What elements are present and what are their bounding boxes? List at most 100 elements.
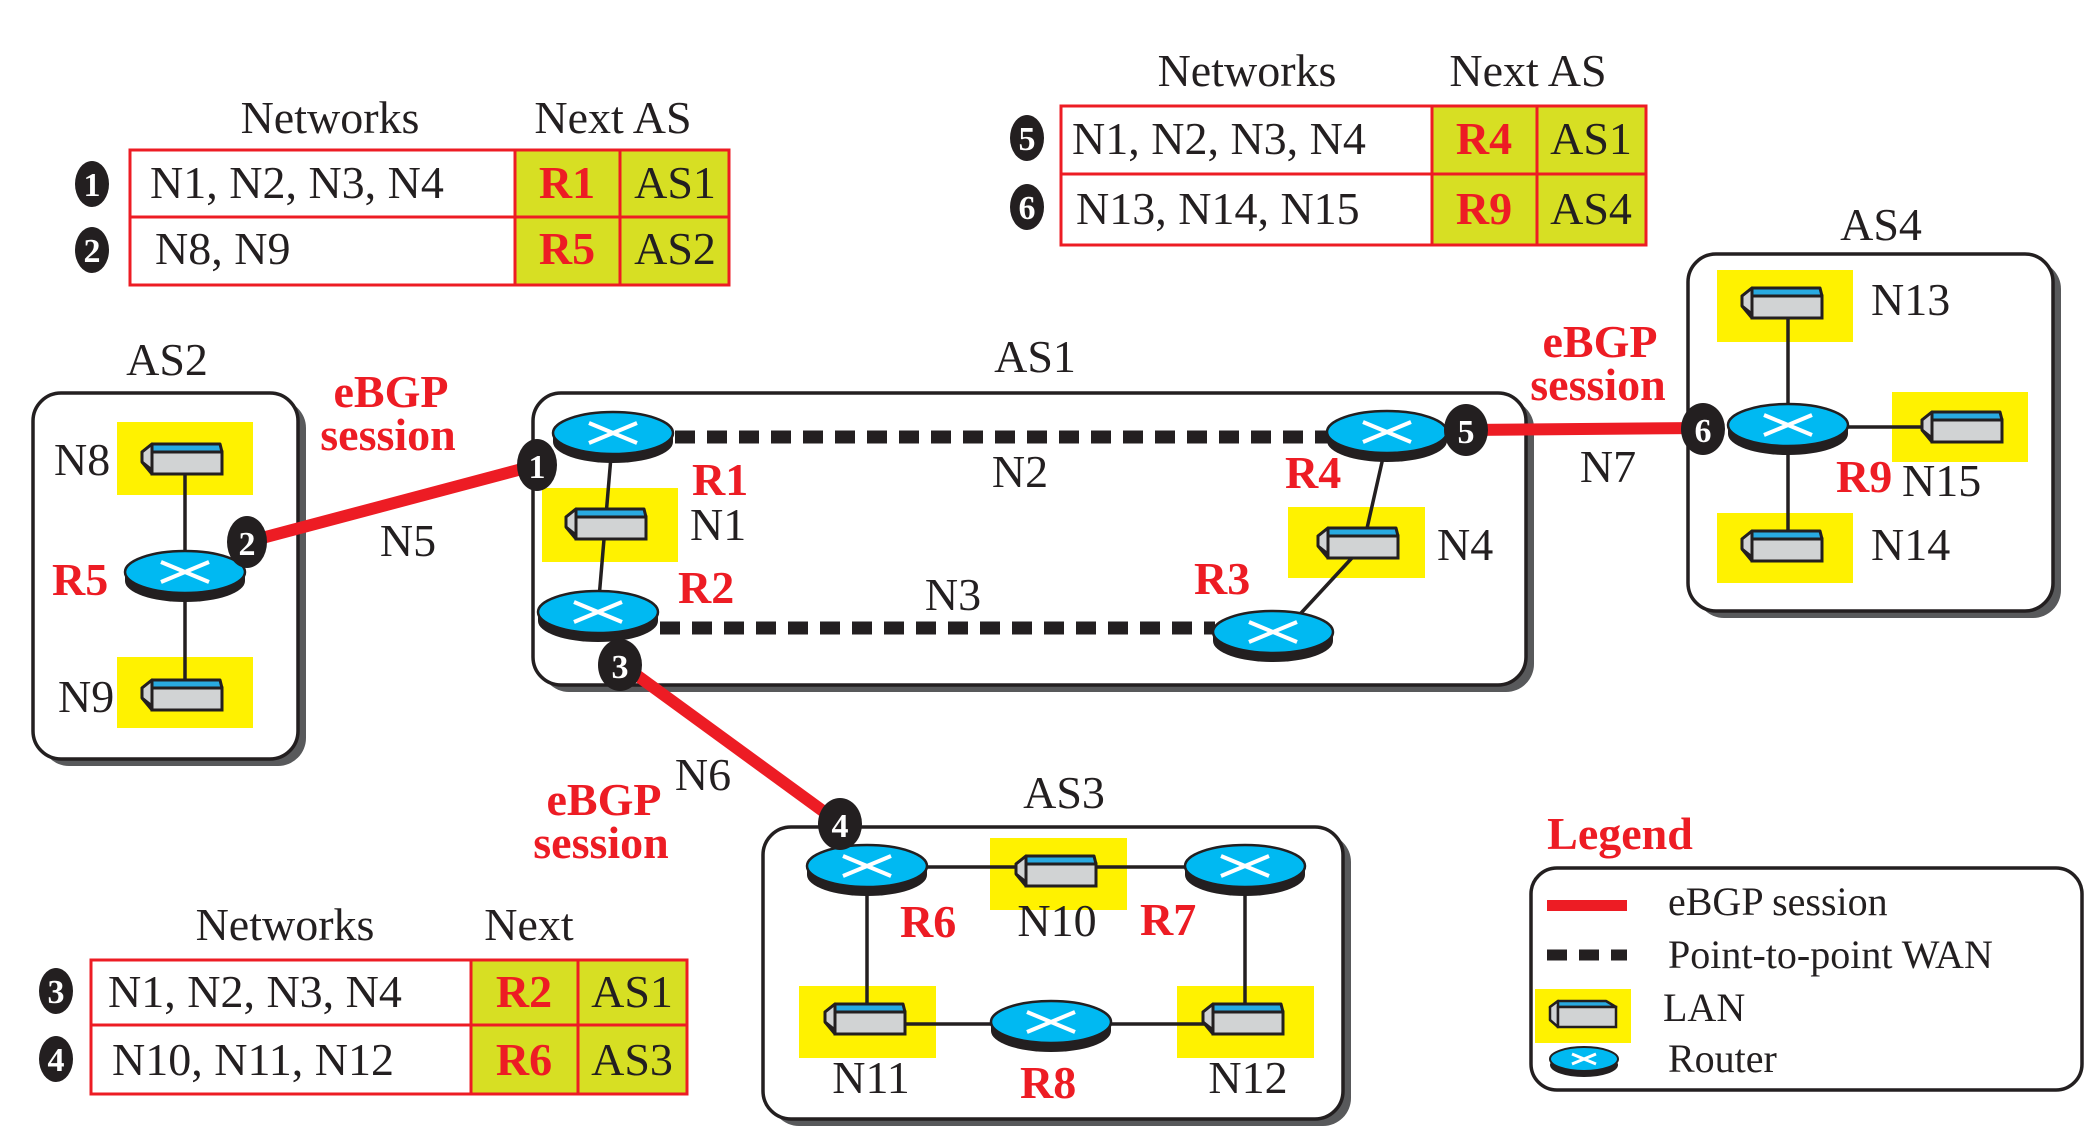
- router-r7: [1183, 843, 1307, 898]
- svg-text:6: 6: [1019, 190, 1036, 227]
- router-r9: [1726, 402, 1850, 457]
- ebgp-link-n7: [1464, 422, 1704, 436]
- table-row: 5 N1, N2, N3, N4 R4 AS1: [1010, 113, 1632, 164]
- network-label-n4: N4: [1437, 519, 1493, 570]
- router-label-r3: R3: [1194, 553, 1250, 604]
- router-label-r8: R8: [1020, 1057, 1076, 1108]
- bullet-3-icon: 3: [598, 639, 642, 691]
- router-r5: [123, 549, 247, 604]
- svg-text:3: 3: [612, 649, 629, 686]
- lan-n8: [140, 442, 224, 476]
- network-label-n11: N11: [832, 1052, 910, 1103]
- svg-text:5: 5: [1458, 414, 1475, 451]
- table-header-next: Next AS: [1449, 45, 1606, 96]
- ebgp-session-labels: eBGP session eBGP session eBGP session: [320, 316, 1665, 868]
- router-label-r2: R2: [678, 562, 734, 613]
- router-r8: [989, 999, 1113, 1054]
- ebgp-label-line1: eBGP: [334, 366, 449, 417]
- network-label-n12: N12: [1208, 1052, 1287, 1103]
- table-cell-networks: N1, N2, N3, N4: [150, 157, 444, 208]
- legend-item-lan: LAN: [1535, 985, 1745, 1043]
- network-label-n15: N15: [1902, 455, 1981, 506]
- as2-label: AS2: [126, 334, 208, 385]
- svg-text:4: 4: [48, 1042, 65, 1079]
- table-cell-networks: N1, N2, N3, N4: [108, 966, 402, 1017]
- network-label-n10: N10: [1017, 895, 1096, 946]
- table-header-networks: Networks: [241, 92, 420, 143]
- table-row: 4 N10, N11, N12 R6 AS3: [39, 1034, 673, 1085]
- bullet-5-icon: [1010, 115, 1044, 161]
- legend-item-wan: Point-to-point WAN: [1547, 932, 1993, 977]
- network-label-n2: N2: [992, 446, 1048, 497]
- svg-text:5: 5: [1019, 121, 1036, 158]
- lan-n1: [564, 507, 648, 541]
- router-label-r1: R1: [692, 454, 748, 505]
- table-row: 1 N1, N2, N3, N4 R1 AS1: [75, 157, 716, 208]
- network-label-n13: N13: [1871, 274, 1950, 325]
- legend-title: Legend: [1547, 808, 1693, 859]
- lan-n15: [1920, 410, 2004, 444]
- wan-links: [660, 430, 1330, 635]
- lan-n9: [140, 678, 224, 712]
- table-header-next: Next: [484, 899, 574, 950]
- table-cell-as: AS1: [591, 966, 673, 1017]
- as4-label: AS4: [1840, 199, 1922, 250]
- table-cell-as: AS1: [1550, 113, 1632, 164]
- router-r4: [1325, 409, 1449, 464]
- table-cell-router: R4: [1456, 113, 1512, 164]
- network-label-n7: N7: [1580, 441, 1636, 492]
- table-row: 6 N13, N14, N15 R9 AS4: [1010, 183, 1632, 234]
- table-cell-as: AS3: [591, 1034, 673, 1085]
- bullet-1-icon: [75, 161, 109, 207]
- bullet-3-icon: [39, 968, 73, 1014]
- svg-text:4: 4: [832, 808, 849, 845]
- network-label-n3: N3: [925, 569, 981, 620]
- bullet-1-icon: 1: [517, 439, 557, 491]
- router-r6: [805, 843, 929, 898]
- legend-item-ebgp: eBGP session: [1547, 879, 1888, 924]
- legend-box: [1529, 866, 2084, 1092]
- svg-text:1: 1: [84, 167, 101, 204]
- table-header-networks: Networks: [196, 899, 375, 950]
- router-labels: R1 R2 R3 R4 R5 R6 R7 R8 R9: [52, 447, 1892, 1108]
- ebgp-link-n5: [245, 459, 539, 548]
- legend-item-router: Router: [1549, 1036, 1777, 1081]
- lan-n13: [1740, 286, 1824, 320]
- svg-text:6: 6: [1695, 413, 1712, 450]
- table-cell-as: AS1: [634, 157, 716, 208]
- router-icon: [1549, 1046, 1619, 1077]
- lan-n14: [1740, 529, 1824, 563]
- bullet-2-icon: [75, 227, 109, 273]
- table-cell-router: R5: [539, 223, 595, 274]
- legend-label: LAN: [1663, 985, 1745, 1030]
- routing-table-1: Networks Next AS 1 N1, N2, N3, N4 R1 AS1…: [75, 92, 731, 287]
- table-cell-networks: N8, N9: [155, 223, 290, 274]
- table-cell-as: AS2: [634, 223, 716, 274]
- router-r2: [536, 589, 660, 644]
- router-r1: [551, 410, 675, 465]
- bullet-4-icon: 4: [818, 798, 862, 850]
- ebgp-label-line1: eBGP: [547, 774, 662, 825]
- table-cell-router: R6: [496, 1034, 552, 1085]
- bullet-5-icon: 5: [1444, 404, 1488, 456]
- ebgp-links: [245, 422, 1704, 827]
- routing-table-2: Networks Next AS 5 N1, N2, N3, N4 R4 AS1…: [1010, 45, 1648, 247]
- svg-text:2: 2: [84, 233, 101, 270]
- legend: Legend eBGP session Point-to-point WAN L…: [1529, 808, 2084, 1092]
- table-header-networks: Networks: [1158, 45, 1337, 96]
- ebgp-label-line1: eBGP: [1543, 316, 1658, 367]
- network-label-n1: N1: [690, 499, 746, 550]
- legend-label: Point-to-point WAN: [1668, 932, 1993, 977]
- router-label-r4: R4: [1285, 447, 1341, 498]
- svg-text:3: 3: [48, 974, 65, 1011]
- table-cell-as: AS4: [1550, 183, 1632, 234]
- legend-label: eBGP session: [1668, 879, 1888, 924]
- ebgp-label-line2: session: [1530, 359, 1665, 410]
- router-label-r6: R6: [900, 896, 956, 947]
- bullet-6-icon: [1010, 184, 1044, 230]
- lan-n11: [823, 1002, 907, 1036]
- table-cell-networks: N10, N11, N12: [112, 1034, 394, 1085]
- network-label-n5: N5: [380, 515, 436, 566]
- as3-label: AS3: [1023, 767, 1105, 818]
